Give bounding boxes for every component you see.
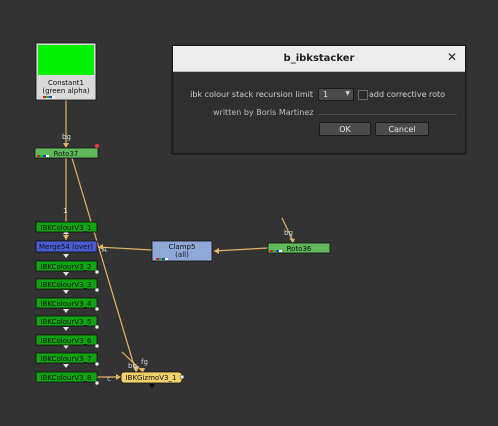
pipe-input-roto36 xyxy=(281,217,294,242)
corrective-roto-label: add corrective roto xyxy=(369,90,446,99)
roto37-viewer-dot xyxy=(94,143,100,149)
arrow-clamp xyxy=(214,248,219,254)
dialog-title: b_ibkstacker xyxy=(283,53,355,64)
arrow-merge-a xyxy=(98,244,103,250)
pipe-clamp-merge xyxy=(97,246,153,251)
close-icon[interactable]: ✕ xyxy=(446,50,457,64)
arrowheads xyxy=(63,143,295,380)
ibkcolour-5-label: IBKColourV3_5 xyxy=(41,318,92,326)
recursion-limit-dropdown[interactable]: 1 ▼ xyxy=(318,88,354,101)
node-clamp5[interactable]: Clamp5 (all) xyxy=(151,240,213,262)
constant1-label: Constant1 xyxy=(48,79,84,87)
ibk-stack-connectors xyxy=(63,230,69,368)
node-ibkcolour-1[interactable]: IBKColourV3_1 xyxy=(35,221,98,233)
node-ibkgizmo[interactable]: IBKGizmoV3_1 xyxy=(120,371,185,389)
edge-label-bg-gizmo: bg xyxy=(128,362,137,370)
node-ibkcolour-8[interactable]: IBKColourV3_8 xyxy=(35,371,100,386)
ibkstacker-dialog: b_ibkstacker ✕ ibk colour stack recursio… xyxy=(172,45,466,154)
ok-button[interactable]: OK xyxy=(319,122,371,136)
edge-label-a-merge: A xyxy=(102,246,107,254)
node-ibkcolour-3[interactable]: IBKColourV3_3 xyxy=(35,278,100,293)
node-ibkcolour-4[interactable]: IBKColourV3_4 xyxy=(35,297,100,312)
recursion-limit-value: 1 xyxy=(323,90,329,99)
corrective-roto-checkbox[interactable] xyxy=(358,90,368,100)
node-merge54[interactable]: Merge54 (over) xyxy=(35,240,98,253)
divider xyxy=(319,114,457,115)
ibkcolour-2-label: IBKColourV3_2 xyxy=(41,263,92,271)
edge-label-bg-roto37: bg xyxy=(62,133,71,141)
pipes xyxy=(65,100,294,378)
author-text: written by Boris Martinez xyxy=(213,108,314,117)
ibkcolour-8-label: IBKColourV3_8 xyxy=(41,374,92,382)
pipe-roto37-gizmo xyxy=(71,157,137,373)
edge-label-bg-roto36: bg xyxy=(284,229,293,237)
node-ibkcolour-6[interactable]: IBKColourV3_6 xyxy=(35,334,100,349)
constant-color-swatch xyxy=(38,45,94,75)
node-roto37[interactable]: Roto37 xyxy=(34,143,100,159)
arrow-gizmo-c xyxy=(116,374,121,380)
pipe-roto36-clamp xyxy=(213,247,269,252)
arrow-gizmo-bg xyxy=(133,366,139,372)
clamp5-label: Clamp5 xyxy=(169,243,196,251)
recursion-limit-row: ibk colour stack recursion limit 1 ▼ add… xyxy=(173,88,465,102)
edge-label-c-gizmo: c xyxy=(107,375,111,383)
constant1-sublabel: (green alpha) xyxy=(42,87,90,95)
arrow-roto37 xyxy=(63,143,69,148)
dialog-titlebar[interactable]: b_ibkstacker ✕ xyxy=(173,46,465,72)
ibkcolour-7-label: IBKColourV3_7 xyxy=(41,355,92,363)
arrow-merge-b xyxy=(63,235,69,240)
clamp5-sublabel: (all) xyxy=(175,251,189,259)
author-row: written by Boris Martinez xyxy=(173,108,465,120)
chevron-down-icon: ▼ xyxy=(345,90,350,97)
ibkcolour-3-label: IBKColourV3_3 xyxy=(41,281,92,289)
cancel-button[interactable]: Cancel xyxy=(375,122,429,136)
node-ibkcolour-5[interactable]: IBKColourV3_5 xyxy=(35,315,100,330)
recursion-limit-label: ibk colour stack recursion limit xyxy=(190,90,313,99)
ibkcolour-1-label: IBKColourV3_1 xyxy=(41,224,92,232)
arrow-gizmo-fg xyxy=(140,368,145,373)
edge-label-fg-gizmo: fg xyxy=(141,358,148,366)
roto37-label: Roto37 xyxy=(54,150,79,158)
ibkgizmo-output-arrow xyxy=(149,384,155,389)
arrow-roto36 xyxy=(289,238,295,243)
node-constant1[interactable]: Constant1 (green alpha) xyxy=(35,42,97,101)
edge-label-1: 1 xyxy=(63,207,67,215)
node-roto36[interactable]: Roto36 xyxy=(267,242,331,254)
ibkgizmo-label: IBKGizmoV3_1 xyxy=(126,374,177,382)
node-ibkcolour-2[interactable]: IBKColourV3_2 xyxy=(35,260,100,275)
ibkcolour-4-label: IBKColourV3_4 xyxy=(41,300,93,308)
pipe-fg-gizmo xyxy=(121,351,144,373)
merge54-label: Merge54 (over) xyxy=(39,243,93,251)
roto36-label: Roto36 xyxy=(287,245,312,253)
ibkcolour-6-label: IBKColourV3_6 xyxy=(41,337,93,345)
node-ibkcolour-7[interactable]: IBKColourV3_7 xyxy=(35,352,100,367)
